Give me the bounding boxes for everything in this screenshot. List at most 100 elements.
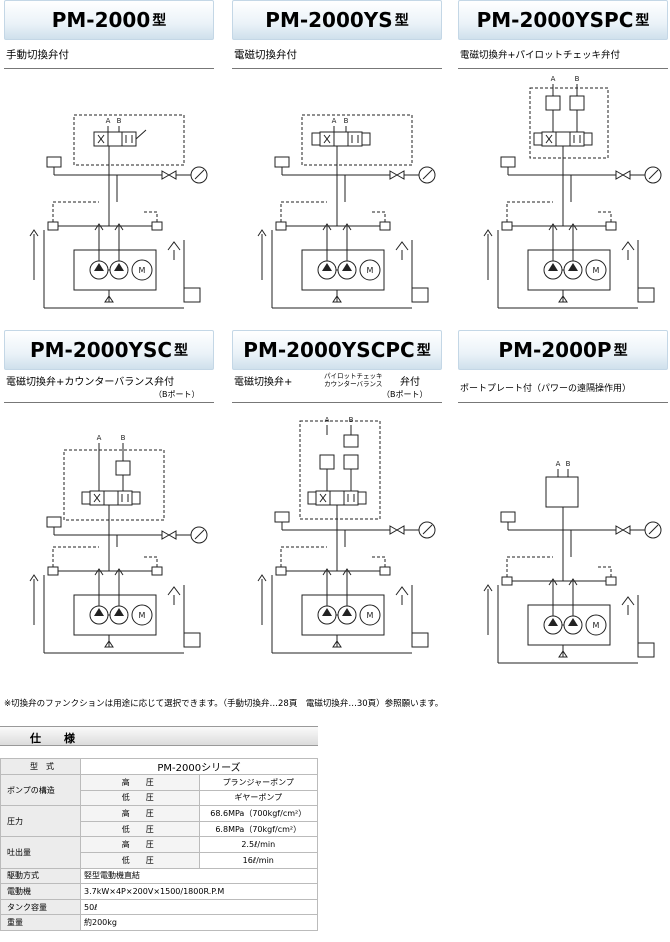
tank-fitting [638,643,654,657]
panel-subtitle: 電磁切換弁+カウンターバランス弁付 [6,377,175,388]
panel-subtitle-b: 弁付 [400,377,420,388]
pump-unit-frame [528,250,610,290]
valve-flow-arrow [546,135,552,143]
spec-label: ポンプの構造 [0,773,81,807]
pump-arrow [342,263,352,271]
relief-valve [606,577,616,585]
port-b-label: B [575,75,580,83]
spec-value: 68.6MPa（700kgf/cm²） [198,805,318,822]
panel-title-model: PM-2000 [51,8,151,32]
air-breather [396,242,408,250]
relief-valve [152,222,162,230]
directional-valve [542,132,584,146]
spec-label: 吐出量 [0,836,81,869]
tank-fitting [184,633,200,647]
suction-filter [105,641,113,647]
spec-value: 竪型電動機直結 [80,867,318,885]
port-a-label: A [97,434,102,442]
air-breather [168,587,180,595]
table-row: 吐出量 高 圧 2.5ℓ/min [0,836,318,869]
spec-sub-label: 低 圧 [80,789,200,807]
solenoid-a [308,492,316,504]
solenoid-b [584,133,592,145]
check-valve [258,575,266,581]
stop-valve [162,531,176,539]
valve-block [300,421,380,519]
spec-label: タンク容量 [0,898,81,916]
check-valve [569,579,577,585]
motor-symbol [586,615,606,635]
check-valve [95,569,103,575]
check-valve [323,569,331,575]
check-valve [569,224,577,230]
solenoid-a [312,133,320,145]
pilot-check-valve [546,96,560,110]
check-valve [30,230,38,236]
pressure-switch [275,157,289,167]
port-b-label: B [344,117,349,125]
motor-label: M [367,611,374,620]
pump-arrow [568,618,578,626]
pump-arrow [342,608,352,616]
tank-fitting [412,288,428,302]
pilot-check-valve [570,96,584,110]
panel-title-suffix: 型 [613,343,628,359]
panel-title-model: PM-2000P [498,338,612,362]
valve-flow-arrow [324,135,330,143]
pilot-check-valve [320,455,334,469]
spec-value: プランジャーポンプ [198,774,318,791]
check-valve [343,569,351,575]
port-a-label: A [332,117,337,125]
motor-symbol [360,260,380,280]
spec-heading: 仕 様 [30,732,81,745]
panel-title-model: PM-2000YSCPC [243,338,415,362]
panel-subtitle-stack: パイロットチェッキ カウンターバランス [324,372,383,388]
stop-valve [616,171,630,179]
air-breather [622,242,634,250]
pump-unit-frame [74,250,156,290]
valve-flow-arrow [94,494,100,502]
directional-valve [94,132,136,146]
air-breather [622,597,634,605]
panel-subtitle-a: 電磁切換弁+ [234,377,293,388]
valve-block [74,115,184,165]
footnote: ※切換弁のファンクションは用途に応じて選択できます。（手動切換弁…28頁 電磁切… [4,699,444,709]
panel-title-model: PM-2000YSPC [476,8,634,32]
valve-flow-arrow [98,135,104,143]
panel-title-model: PM-2000YS [265,8,393,32]
gauge-needle [423,170,432,179]
motor-symbol [360,605,380,625]
subtitle-underline [4,68,214,69]
port-b-label: B [121,434,126,442]
pressure-switch [501,157,515,167]
panel-subtitle: 手動切換弁付 [6,49,69,61]
relief-valve [606,222,616,230]
relief-valve [276,222,286,230]
panel-note: （Bポート） [382,390,428,399]
spec-value: 6.8MPa（70kgf/cm²） [198,820,318,838]
valve-block [302,115,412,165]
motor-label: M [139,611,146,620]
table-row: 圧力 高 圧 68.6MPa（700kgf/cm²） [0,805,318,838]
spec-sub-label: 低 圧 [80,851,200,869]
hydraulic-schematic-solenoid-counterbalance: M A B [4,434,214,675]
spec-label: 圧力 [0,805,81,838]
port-a-label: A [551,75,556,83]
solenoid-b [132,492,140,504]
spec-sub-label: 高 圧 [80,774,200,791]
panel-subtitle-stack-1: パイロットチェッキ [324,372,383,380]
check-valve [484,230,492,236]
check-valve [343,224,351,230]
pump-arrow [568,263,578,271]
relief-valve [380,222,390,230]
pump-arrow [322,263,332,271]
check-valve [549,224,557,230]
port-a-label: A [325,416,330,424]
solenoid-b [362,133,370,145]
suction-filter [333,296,341,302]
spec-heading-bar: 仕 様 [0,726,318,746]
gauge-needle [195,530,204,539]
